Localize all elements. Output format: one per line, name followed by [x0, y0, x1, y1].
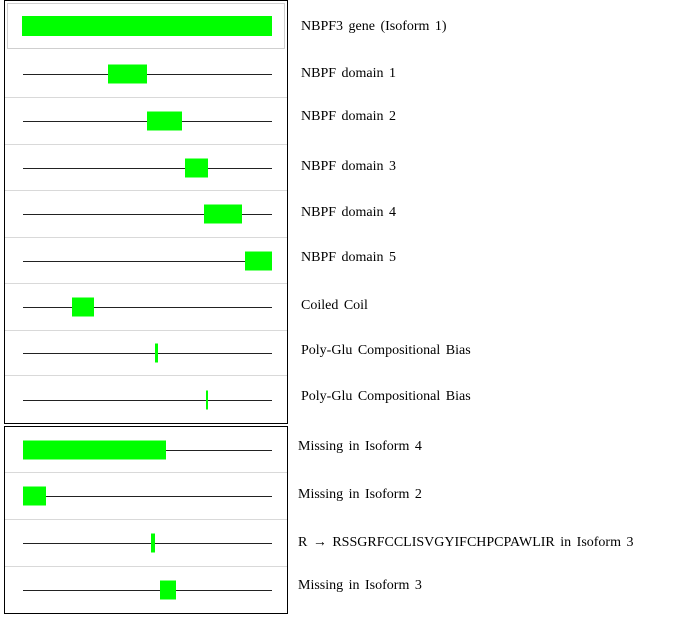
feature-label: NBPF domain 3 [301, 159, 397, 174]
sequence-track [23, 214, 272, 215]
feature-label: Poly-Glu Compositional Bias [301, 343, 471, 358]
sequence-track [23, 353, 272, 354]
sequence-track [23, 496, 272, 497]
feature-row [5, 238, 287, 284]
feature-label: NBPF domain 5 [301, 250, 397, 265]
feature-mark-coiled-coil [72, 297, 95, 317]
feature-row [5, 473, 287, 520]
feature-label: R → RSSGRFCCLISVGYIFCHPCPAWLIR in Isofor… [298, 535, 634, 550]
feature-mark-nbpf-domain-3 [184, 158, 208, 177]
feature-mark-poly-glu-compositional-bias [155, 343, 159, 363]
sequence-track [23, 399, 272, 401]
feature-mark-poly-glu-compositional-bias [206, 390, 208, 409]
feature-label: Missing in Isoform 3 [298, 578, 422, 593]
gene-bar-box [7, 3, 285, 49]
feature-label: NBPF domain 4 [301, 205, 397, 220]
gene-label: NBPF3 gene (Isoform 1) [301, 19, 447, 34]
sequence-track [23, 74, 272, 75]
feature-row [5, 520, 287, 567]
sequence-track [23, 543, 272, 544]
feature-row [5, 145, 287, 191]
gene-bar [22, 16, 272, 36]
feature-row [5, 51, 287, 98]
feature-mark-r-rssgrfcclisvgyifchpcpawlir-in-isoform-3 [150, 533, 155, 553]
sequence-track [23, 590, 272, 591]
feature-mark-nbpf-domain-5 [244, 251, 272, 270]
sequence-track [23, 307, 272, 308]
feature-label: Missing in Isoform 2 [298, 487, 422, 502]
feature-mark-missing-in-isoform-4 [23, 440, 167, 459]
feature-mark-nbpf-domain-4 [203, 204, 242, 224]
feature-mark-nbpf-domain-1 [108, 64, 147, 84]
feature-row [5, 331, 287, 376]
feature-row [5, 284, 287, 331]
feature-row [5, 427, 287, 473]
feature-row [5, 98, 287, 145]
isoform-panel [4, 426, 288, 614]
domain-panel [4, 0, 288, 424]
feature-label: Missing in Isoform 4 [298, 439, 422, 454]
feature-label: Coiled Coil [301, 298, 368, 313]
feature-row [5, 567, 287, 613]
feature-label: NBPF domain 2 [301, 109, 397, 124]
feature-row [5, 376, 287, 423]
sequence-track [23, 167, 272, 169]
feature-row [5, 191, 287, 238]
sequence-track [23, 260, 272, 262]
feature-label: NBPF domain 1 [301, 66, 397, 81]
feature-mark-nbpf-domain-2 [146, 111, 182, 131]
feature-mark-missing-in-isoform-2 [23, 486, 46, 506]
feature-label: Poly-Glu Compositional Bias [301, 389, 471, 404]
feature-mark-missing-in-isoform-3 [159, 580, 177, 600]
